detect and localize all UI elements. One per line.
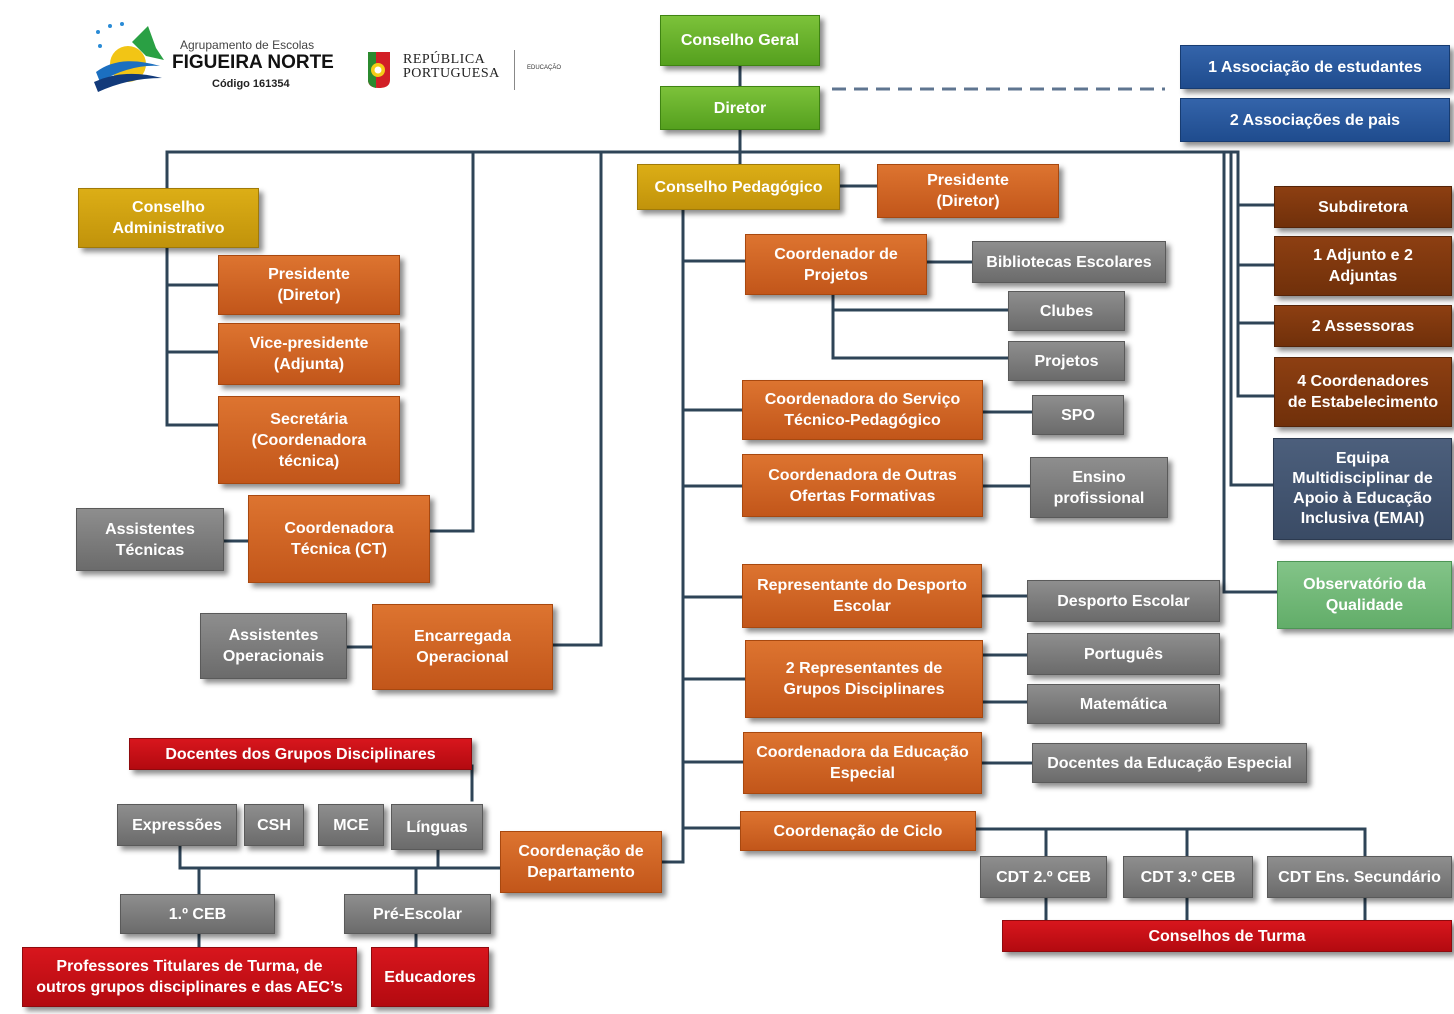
coordenadora-tecnica-node: Coordenadora Técnica (CT) <box>248 495 430 583</box>
coordenacao-departamento-node: Coordenação de Departamento <box>500 831 662 893</box>
coordenadora-educacao-especial-node: Coordenadora da Educação Especial <box>743 732 982 794</box>
conselho-geral-node: Conselho Geral <box>660 15 820 66</box>
ensino-profissional-node: Ensino profissional <box>1030 457 1168 518</box>
cdt-3ceb-node: CDT 3.º CEB <box>1123 856 1253 898</box>
coordenadora-servico-tecnico-node: Coordenadora do Serviço Técnico-Pedagógi… <box>742 380 983 440</box>
assessoras-node: 2 Assessoras <box>1274 305 1452 347</box>
bibliotecas-escolares-node: Bibliotecas Escolares <box>972 241 1166 283</box>
presidente-admin-node: Presidente (Diretor) <box>218 255 400 315</box>
docentes-educacao-especial-node: Docentes da Educação Especial <box>1032 743 1307 783</box>
conselho-administrativo-node: Conselho Administrativo <box>78 188 259 248</box>
associacao-estudantes-node: 1 Associação de estudantes <box>1180 45 1450 89</box>
emai-node: Equipa Multidisciplinar de Apoio à Educa… <box>1273 438 1452 540</box>
mce-node: MCE <box>318 804 384 846</box>
coordenadora-outras-ofertas-node: Coordenadora de Outras Ofertas Formativa… <box>742 454 983 517</box>
educadores-node: Educadores <box>371 947 489 1007</box>
coordenadores-estabelecimento-node: 4 Coordenadores de Estabelecimento <box>1274 357 1452 427</box>
matematica-node: Matemática <box>1027 684 1220 724</box>
representante-desporto-node: Representante do Desporto Escolar <box>742 564 982 628</box>
educacao-label: EDUCAÇÃO <box>527 65 562 71</box>
header-divider <box>514 50 515 90</box>
coordenacao-ciclo-node: Coordenação de Ciclo <box>740 811 976 851</box>
csh-node: CSH <box>244 804 304 846</box>
pre-escolar-node: Pré-Escolar <box>344 894 491 934</box>
republica-emblem-icon <box>364 50 394 90</box>
portugues-node: Português <box>1027 633 1220 675</box>
republica-line1: REPÚBLICA <box>403 52 486 67</box>
adjuntos-node: 1 Adjunto e 2 Adjuntas <box>1274 236 1452 296</box>
ceb1-node: 1.º CEB <box>120 894 275 934</box>
republica-line2: PORTUGUESA <box>403 66 500 81</box>
spo-node: SPO <box>1032 395 1124 435</box>
cdt-secundario-node: CDT Ens. Secundário <box>1267 856 1452 898</box>
desporto-escolar-node: Desporto Escolar <box>1027 580 1220 622</box>
professores-titulares-node: Professores Titulares de Turma, de outro… <box>22 947 357 1007</box>
docentes-grupos-node: Docentes dos Grupos Disciplinares <box>129 738 472 770</box>
school-logo <box>90 20 170 95</box>
presidente-pedagogico-node: Presidente (Diretor) <box>877 164 1059 218</box>
coordenador-projetos-node: Coordenador de Projetos <box>745 234 927 295</box>
assistentes-operacionais-node: Assistentes Operacionais <box>200 613 347 679</box>
secretaria-node: Secretária (Coordenadora técnica) <box>218 396 400 484</box>
encarregada-operacional-node: Encarregada Operacional <box>372 604 553 690</box>
conselhos-turma-node: Conselhos de Turma <box>1002 920 1452 952</box>
vice-presidente-node: Vice-presidente (Adjunta) <box>218 323 400 385</box>
associacoes-pais-node: 2 Associações de pais <box>1180 98 1450 142</box>
subdiretora-node: Subdiretora <box>1274 186 1452 228</box>
conselho-pedagogico-node: Conselho Pedagógico <box>637 164 840 210</box>
school-code: Código 161354 <box>212 78 290 90</box>
projetos-node: Projetos <box>1008 341 1125 381</box>
expressoes-node: Expressões <box>117 804 237 846</box>
school-name: FIGUEIRA NORTE <box>172 52 334 73</box>
diretor-node: Diretor <box>660 86 820 130</box>
cdt-2ceb-node: CDT 2.º CEB <box>980 856 1107 898</box>
school-group-label: Agrupamento de Escolas <box>180 38 315 52</box>
assistentes-tecnicas-node: Assistentes Técnicas <box>76 508 224 571</box>
school-logo-icon <box>94 22 164 92</box>
observatorio-qualidade-node: Observatório da Qualidade <box>1277 561 1452 629</box>
representantes-grupos-node: 2 Representantes de Grupos Disciplinares <box>745 640 983 718</box>
clubes-node: Clubes <box>1008 291 1125 331</box>
linguas-node: Línguas <box>391 804 483 850</box>
